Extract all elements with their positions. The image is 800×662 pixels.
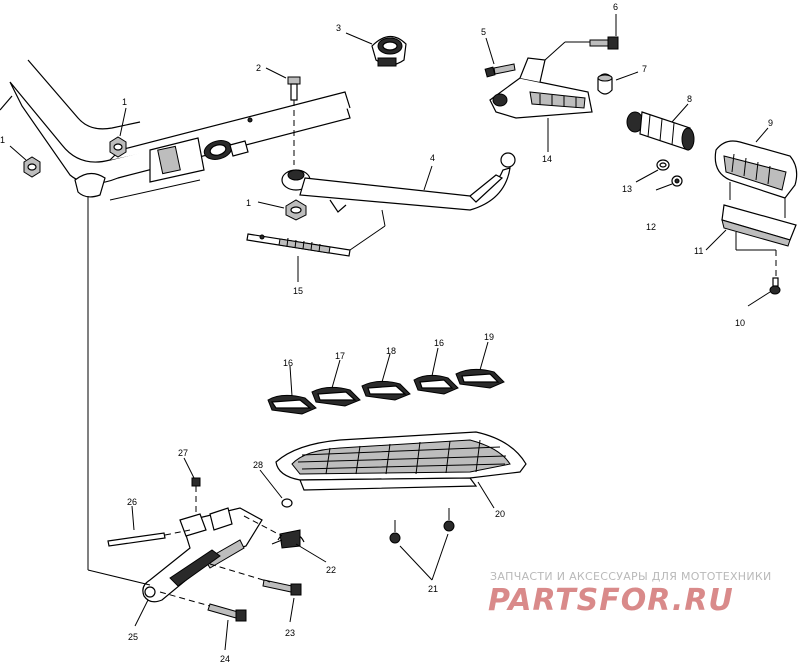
- callout-10: 10: [735, 318, 745, 328]
- clamp-part-3: [371, 35, 407, 67]
- bracket-part-25: [142, 507, 263, 603]
- leader-lines: [9, 14, 771, 651]
- callout-17: 17: [335, 351, 345, 361]
- callout-13: 13: [622, 184, 632, 194]
- bolt-part-27: [191, 477, 201, 512]
- callout-7: 7: [642, 64, 647, 74]
- callout-6: 6: [613, 2, 618, 12]
- callout-16-right: 16: [434, 338, 444, 348]
- bolt-part-23: [262, 579, 302, 596]
- callout-9: 9: [768, 118, 773, 128]
- footrest-bracket-part-14: [489, 41, 593, 119]
- nut-part-1-upper: [109, 136, 127, 158]
- callout-1-left: 1: [0, 135, 5, 145]
- footpeg-part-8: [626, 111, 695, 151]
- washer-part-28: [281, 498, 293, 508]
- callout-26: 26: [127, 497, 137, 507]
- washer-part-13: [656, 159, 670, 171]
- pin-part-15: [246, 209, 386, 257]
- shift-lever-part-4: [281, 152, 516, 213]
- callout-25: 25: [128, 632, 138, 642]
- screws-part-21: [389, 508, 455, 544]
- callout-18: 18: [386, 346, 396, 356]
- tread-inserts: [267, 368, 505, 415]
- callout-11: 11: [694, 246, 703, 256]
- footboard-part-20: [275, 431, 527, 491]
- callout-2: 2: [256, 63, 261, 73]
- frame-tube: [0, 59, 351, 198]
- callout-5: 5: [481, 27, 486, 37]
- callout-16-left: 16: [283, 358, 293, 368]
- nut-part-1-lower: [285, 199, 307, 221]
- callout-27: 27: [178, 448, 188, 458]
- connector-lines: [87, 179, 283, 607]
- watermark-tagline: ЗАПЧАСТИ И АКСЕССУАРЫ ДЛЯ МОТОТЕХНИКИ: [490, 570, 772, 583]
- watermark: ЗАПЧАСТИ И АКСЕССУАРЫ ДЛЯ МОТОТЕХНИКИ PA…: [488, 570, 772, 618]
- pin-part-26: [107, 532, 166, 547]
- callout-4: 4: [430, 153, 435, 163]
- shield-part-11: [721, 204, 797, 278]
- bolt-part-5: [484, 63, 516, 78]
- callout-8: 8: [687, 94, 692, 104]
- callout-21: 21: [428, 584, 438, 594]
- watermark-logo: PARTSFOR.RU: [488, 583, 734, 618]
- callout-19: 19: [484, 332, 494, 342]
- callout-1-lower: 1: [246, 198, 251, 208]
- callout-28: 28: [253, 460, 263, 470]
- callout-1-upper: 1: [122, 97, 127, 107]
- bolt-part-24: [207, 603, 247, 622]
- callout-labels: 1 1 1 2 3 4 5 6 7 8 9 10 11 12 13 14 15 …: [0, 2, 773, 662]
- screw-part-10: [769, 277, 781, 295]
- callout-23: 23: [285, 628, 295, 638]
- callout-20: 20: [495, 509, 505, 519]
- spring-part-22: [271, 529, 305, 549]
- peg-cover-part-9: [714, 140, 798, 218]
- nut-part-1-left: [23, 156, 41, 178]
- pin-part-7: [597, 73, 613, 95]
- callout-12: 12: [646, 222, 656, 232]
- bolt-part-2: [287, 76, 301, 165]
- callout-15: 15: [293, 286, 303, 296]
- clip-part-12: [671, 175, 683, 187]
- callout-22: 22: [326, 565, 336, 575]
- callout-24: 24: [220, 654, 230, 662]
- callout-14: 14: [542, 154, 552, 164]
- bolt-part-6: [589, 36, 619, 50]
- callout-3: 3: [336, 23, 341, 33]
